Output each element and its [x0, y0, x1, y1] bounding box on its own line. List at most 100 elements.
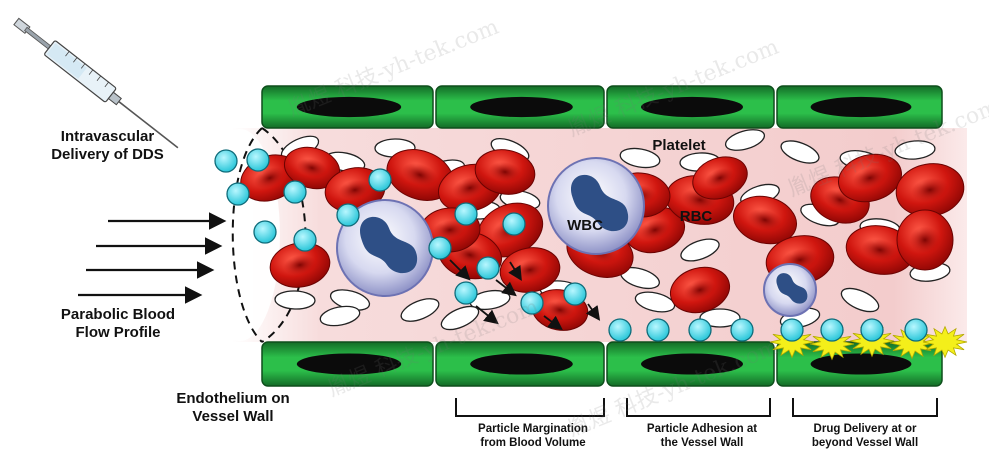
drug-release-burst: [922, 325, 968, 359]
margination-arrow: [585, 303, 601, 321]
drug-particle: [293, 228, 317, 252]
stage-bracket: [455, 398, 605, 417]
platelet: [699, 308, 741, 328]
platelet: [274, 290, 316, 310]
drug-particle: [454, 202, 478, 226]
stage-bracket: [626, 398, 771, 417]
drug-particle: [502, 212, 526, 236]
red-blood-cell-dimple: [683, 279, 717, 301]
endothelial-nucleus: [296, 96, 402, 118]
platelet: [780, 140, 820, 164]
white-blood-cell-nucleus: [571, 174, 629, 232]
drug-particle: [608, 318, 632, 342]
stage-brackets: [455, 398, 938, 417]
red-blood-cell-dimple: [433, 220, 467, 240]
red-blood-cell-dimple: [852, 167, 888, 189]
platelet: [894, 140, 936, 160]
platelet: [400, 298, 440, 322]
drug-particle: [476, 256, 500, 280]
platelet: [634, 291, 676, 313]
drug-particle: [214, 149, 238, 173]
drug-particle: [860, 318, 884, 342]
white-blood-cells: [336, 157, 817, 317]
drug-particle: [428, 236, 452, 260]
vessel-opening-left-outline: [231, 127, 263, 343]
syringe-plunger-rod: [24, 26, 52, 50]
red-blood-cell-dimple: [402, 163, 438, 187]
drug-particle: [454, 281, 478, 305]
syringe-icon: [13, 17, 179, 149]
flow-arrows: [78, 212, 601, 331]
drug-particle: [226, 182, 250, 206]
wbc-label: WBC: [567, 217, 603, 234]
drug-particle: [688, 318, 712, 342]
syringe: [13, 17, 179, 149]
endothelial-nucleus: [641, 96, 743, 118]
platelet: [840, 287, 880, 313]
margination-arrow: [495, 279, 517, 297]
drug-particle: [904, 318, 928, 342]
red-blood-cell-dimple: [452, 177, 488, 199]
red-blood-cell-dimple: [488, 161, 522, 183]
adhesion-label: Particle Adhesion at the Vessel Wall: [646, 423, 758, 449]
drug-particle: [253, 220, 277, 244]
parabolic-flow-label: Parabolic Blood Flow Profile: [60, 306, 176, 341]
endothelial-nucleus: [641, 353, 743, 375]
red-blood-cell-dimple: [338, 179, 372, 201]
syringe-needle: [118, 100, 179, 149]
margination-arrow: [508, 261, 522, 282]
drug-particle: [246, 148, 270, 172]
drug-particle: [780, 318, 804, 342]
drug-particle: [520, 291, 544, 315]
red-blood-cell-dimple: [747, 209, 783, 231]
stage-bracket: [792, 398, 938, 417]
margination-arrow: [449, 259, 471, 281]
syringe-fluid: [46, 43, 87, 79]
red-blood-cell-dimple: [909, 226, 941, 254]
red-blood-cell-dimple: [638, 219, 672, 241]
syringe-tick: [80, 63, 86, 69]
margination-arrow: [475, 305, 499, 325]
endothelial-nucleus: [296, 353, 402, 375]
red-blood-cell-dimple: [911, 178, 949, 202]
drug-particle: [283, 180, 307, 204]
syringe-tick: [73, 57, 78, 63]
drug-particle: [336, 203, 360, 227]
delivery-label: Drug Delivery at or beyond Vessel Wall: [811, 423, 919, 449]
platelet: [680, 238, 720, 262]
endothelial-nucleus: [470, 353, 573, 375]
red-blood-cell-dimple: [254, 167, 286, 189]
syringe-tick: [96, 75, 102, 81]
syringe-tick: [104, 81, 109, 88]
endothelial-nucleus: [810, 353, 912, 375]
white-blood-cell-nucleus: [360, 216, 418, 274]
drug-particles: [214, 148, 928, 342]
endothelium-label: Endothelium on Vessel Wall: [176, 390, 290, 425]
platelet-label: Platelet: [652, 137, 706, 154]
red-blood-cell-dimple: [544, 300, 576, 320]
rbc-label: RBC: [679, 208, 713, 225]
red-blood-cell-dimple: [283, 254, 317, 276]
red-blood-cell-dimple: [296, 158, 328, 178]
drug-particle: [730, 318, 754, 342]
platelet: [724, 129, 766, 151]
margination-arrow: [543, 315, 563, 331]
platelet: [619, 147, 661, 169]
endothelial-nucleus: [470, 96, 573, 118]
intravascular-label: Intravascular Delivery of DDS: [51, 128, 164, 163]
syringe-tick: [65, 51, 70, 57]
drug-particle: [820, 318, 844, 342]
red-blood-cell-dimple: [705, 168, 735, 188]
drug-particle: [646, 318, 670, 342]
syringe-tick: [88, 69, 94, 75]
platelet: [319, 305, 361, 327]
white-blood-cell-nucleus: [776, 273, 808, 304]
platelet: [440, 305, 480, 331]
red-blood-cell-dimple: [861, 238, 899, 262]
drug-particle: [563, 282, 587, 306]
endothelial-nucleus: [810, 96, 912, 118]
margination-label: Particle Margination from Blood Volume: [478, 423, 588, 449]
drug-particle: [368, 168, 392, 192]
